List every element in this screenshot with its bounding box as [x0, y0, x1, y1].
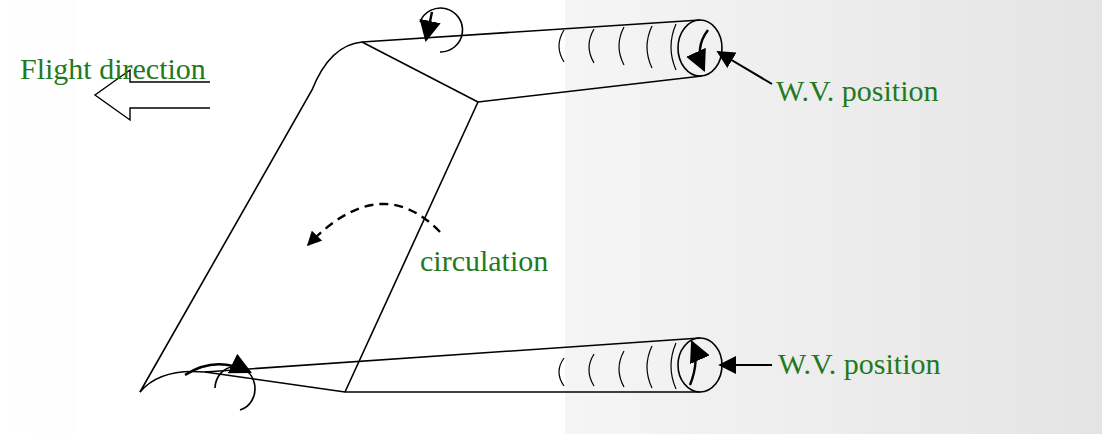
vortex-ring	[589, 354, 594, 386]
vortex-ring	[619, 27, 624, 65]
vortex-cone	[205, 338, 700, 372]
vortex-ring	[619, 351, 624, 387]
vortex-core	[678, 338, 722, 392]
vortex-arrow	[690, 342, 696, 385]
vortex-cone	[478, 76, 702, 102]
leader-arrow	[720, 364, 772, 366]
vortex-ring	[671, 24, 676, 70]
vortex-ring	[559, 30, 564, 62]
leader-arrow	[718, 52, 772, 84]
root-swirl	[215, 367, 255, 410]
vortex-ring	[671, 343, 676, 389]
vortex-ring	[647, 26, 652, 68]
tip-swirl	[420, 8, 462, 52]
circulation-arrow	[308, 204, 440, 245]
root-airfoil	[140, 371, 345, 392]
vortex-ring	[559, 358, 564, 386]
vortex-position-label: W.V. position	[778, 347, 941, 380]
vortex-arrow	[700, 30, 708, 70]
vortex-ring	[647, 346, 652, 388]
flight-direction-label: Flight direction	[20, 52, 206, 85]
tip-swirl-arrow	[426, 12, 432, 40]
vortex-position-label: W.V. position	[776, 74, 939, 107]
vortex-core	[678, 20, 722, 76]
vortex-rings	[559, 24, 676, 389]
vortex-ring	[589, 29, 594, 63]
vortex-cone	[345, 391, 700, 393]
root-swirl-arrow	[185, 364, 250, 375]
leading-edge	[140, 42, 362, 392]
tip-chord	[362, 42, 478, 102]
circulation-label: circulation	[420, 244, 548, 277]
